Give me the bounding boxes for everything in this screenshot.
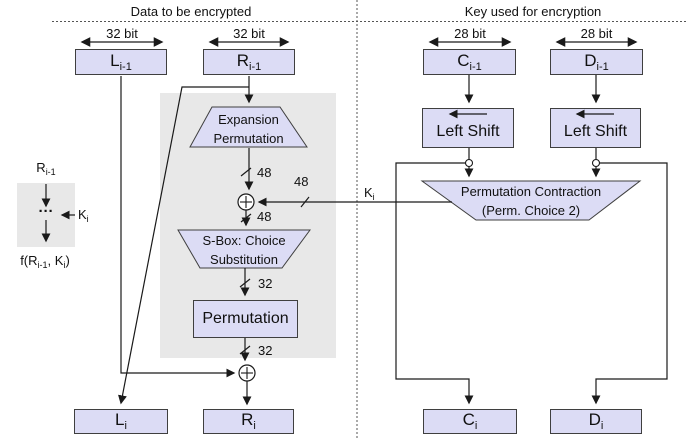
- legend-key-label: Ki: [78, 207, 89, 224]
- register-d-prev: Di-1: [550, 49, 643, 75]
- register-d-next: Di: [550, 409, 642, 434]
- register-d-next-label: D: [588, 410, 601, 429]
- register-l-next-label: L: [115, 410, 125, 429]
- register-r-prev: Ri-1: [203, 49, 295, 75]
- register-d-prev-label: D: [584, 50, 597, 70]
- legend-input-label: Ri-1: [36, 160, 56, 177]
- register-c-next: Ci: [423, 409, 517, 434]
- bus-width-label-l: 32 bit: [106, 26, 138, 41]
- bit-label-48-sbox-in: 48: [257, 209, 272, 224]
- register-l-prev: Li-1: [75, 49, 167, 75]
- legend-dots: ···: [38, 203, 54, 220]
- register-c-next-label: C: [462, 410, 475, 429]
- junction-node-c: [464, 158, 474, 168]
- register-r-prev-label: R: [236, 50, 250, 70]
- sbox-label: S-Box: Choice Substitution: [202, 233, 286, 267]
- expansion-permutation-label: Expansion Permutation: [213, 112, 284, 146]
- header-key-section: Key used for encryption: [464, 4, 602, 19]
- header-data-section: Data to be encrypted: [130, 4, 252, 19]
- xor-icon-2: [238, 364, 256, 382]
- bus-width-label-d: 28 bit: [580, 26, 613, 41]
- bit-label-32-sbox-out: 32: [258, 276, 273, 291]
- left-shift-block-c: Left Shift: [422, 108, 514, 148]
- left-shift-block-d: Left Shift: [550, 108, 641, 148]
- bus-width-label-c: 28 bit: [454, 26, 486, 41]
- register-r-next: Ri: [203, 409, 294, 434]
- register-c-prev-label: C: [457, 50, 470, 70]
- bit-label-48-key: 48: [294, 174, 309, 189]
- permutation-block: Permutation: [193, 300, 298, 338]
- register-c-prev: Ci-1: [423, 49, 516, 75]
- junction-node-d: [591, 158, 601, 168]
- bit-label-48-expansion: 48: [257, 165, 272, 180]
- register-r-next-label: R: [241, 410, 254, 429]
- bit-label-32-perm-out: 32: [258, 343, 273, 358]
- round-key-label: Ki: [364, 185, 375, 202]
- register-l-prev-label: L: [110, 50, 120, 70]
- register-l-next: Li: [74, 409, 168, 434]
- bus-width-label-r: 32 bit: [233, 26, 265, 41]
- permuted-choice-2-label: Permutation Contraction (Perm. Choice 2): [460, 184, 602, 218]
- legend-output-label: f(Ri-1, Ki): [20, 253, 70, 270]
